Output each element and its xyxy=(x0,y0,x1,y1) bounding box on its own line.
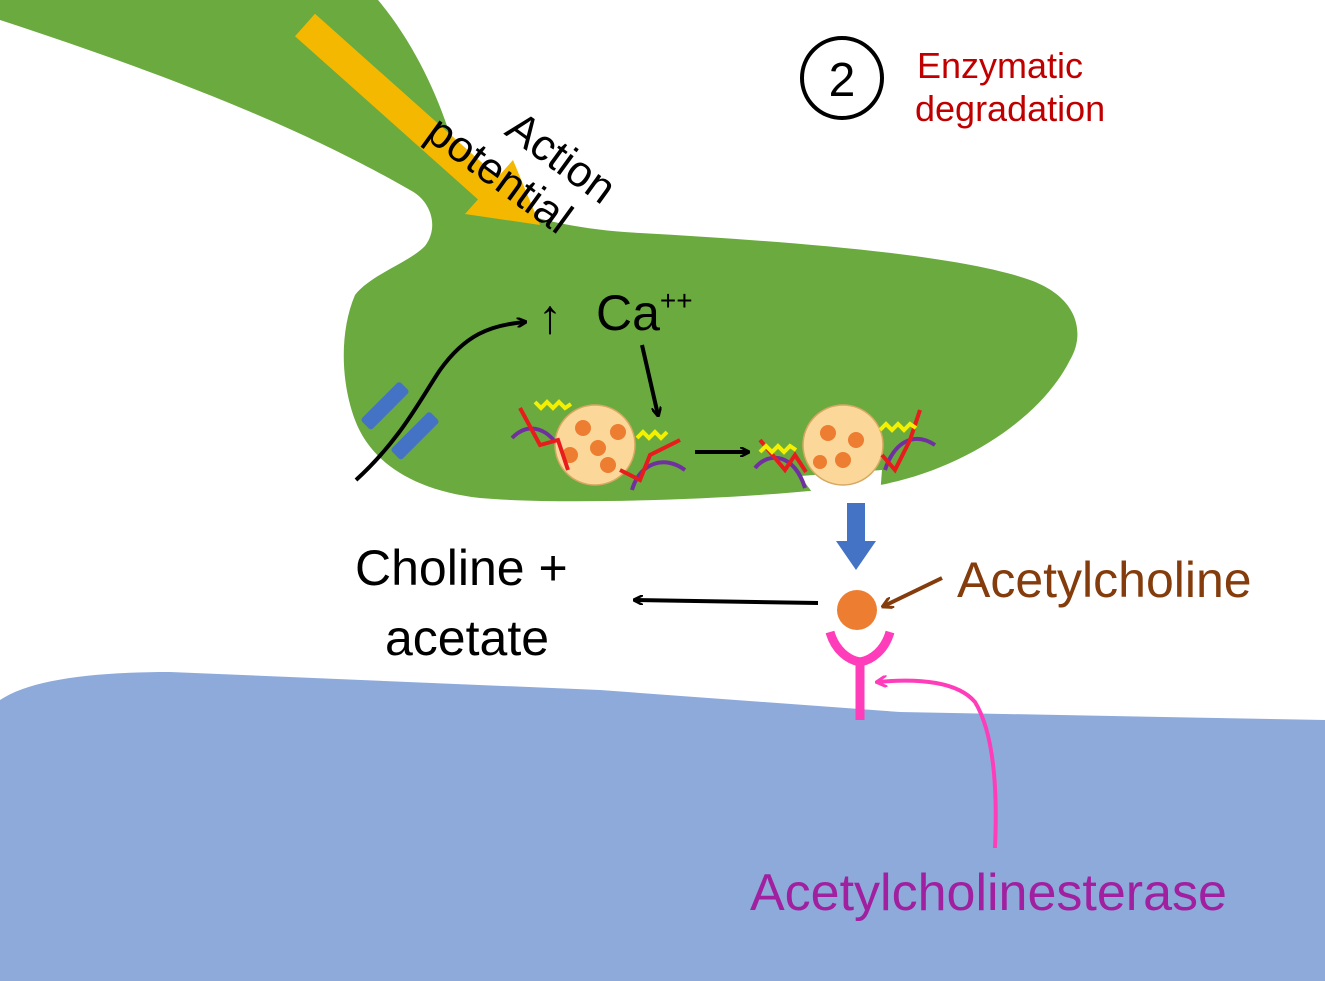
transporter-channel xyxy=(361,382,439,460)
acetylcholine-label: Acetylcholine xyxy=(957,552,1252,608)
acetylcholinesterase-enzyme xyxy=(825,630,895,720)
vesicle-fusing xyxy=(753,404,937,489)
calcium-up-arrow: ↑ xyxy=(538,291,562,344)
acetylcholine-molecule xyxy=(837,590,877,630)
step-title-line1: Enzymatic xyxy=(917,45,1083,86)
choline-label-line2: acetate xyxy=(385,610,549,666)
action-potential-arrow xyxy=(295,13,540,225)
presynaptic-terminal xyxy=(0,0,1078,502)
calcium-superscript: ++ xyxy=(660,285,693,316)
choline-label-line1: Choline + xyxy=(355,540,568,596)
step-badge: 2 xyxy=(800,36,884,120)
step-number: 2 xyxy=(829,54,856,107)
vesicle-docked xyxy=(510,399,687,491)
postsynaptic-cell xyxy=(0,672,1325,981)
calcium-base: Ca xyxy=(596,285,660,341)
release-arrow xyxy=(836,503,876,570)
acetylcholinesterase-label: Acetylcholinesterase xyxy=(750,864,1227,922)
choline-uptake-arrow xyxy=(354,322,525,482)
acetylcholine-pointer xyxy=(884,576,943,606)
breakdown-arrow xyxy=(635,600,819,603)
calcium-to-vesicle-arrow xyxy=(640,344,658,415)
step-title-line2: degradation xyxy=(915,88,1105,129)
acetylcholinesterase-pointer xyxy=(878,681,998,849)
calcium-label: Ca++ xyxy=(596,285,693,341)
